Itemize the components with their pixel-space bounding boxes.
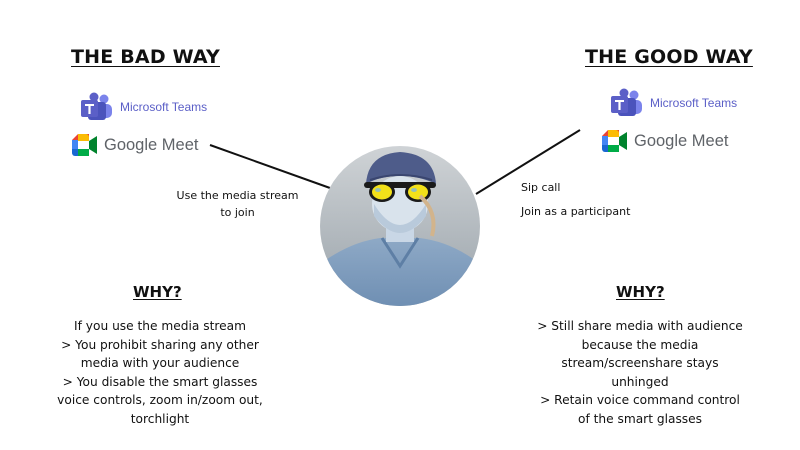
right-why-line: stream/screenshare stays (561, 356, 719, 370)
surgeon-illustration-icon (320, 146, 480, 306)
right-why-line: because the media (581, 337, 699, 352)
left-teams-logo: Microsoft Teams (80, 92, 207, 122)
right-why-line: > Still share media with audience (537, 319, 743, 333)
left-caption-line-2: to join (220, 206, 255, 219)
right-teams-label: Microsoft Teams (650, 96, 738, 110)
right-why-line: of the smart glasses (578, 411, 702, 426)
left-why-heading: WHY? (133, 283, 182, 301)
surgeon-photo (320, 146, 480, 306)
left-teams-label: Microsoft Teams (120, 100, 208, 114)
microsoft-teams-logo-icon (611, 88, 642, 116)
right-meet-logo: Google Meet (602, 130, 728, 152)
left-why-line: media with your audience (80, 356, 240, 370)
microsoft-teams-logo-icon (81, 92, 112, 120)
right-heading: THE GOOD WAY (585, 46, 753, 68)
left-caption: Use the media stream to join (160, 187, 315, 221)
right-meet-label: Google Meet (634, 131, 729, 150)
google-meet-logo-icon (602, 130, 627, 152)
right-why-line: unhinged (611, 374, 669, 389)
left-why-line: voice controls, zoom in/zoom out, (57, 393, 263, 407)
right-connector-line (475, 129, 581, 195)
right-why-line: > Retain voice command control (540, 393, 740, 407)
right-caption: Sip call Join as a participant (521, 176, 721, 224)
right-caption-line-2: Join as a participant (521, 205, 631, 218)
left-why-text: If you use the media stream > You prohib… (30, 317, 290, 428)
left-caption-line-1: Use the media stream (176, 189, 299, 202)
right-why-heading: WHY? (616, 283, 665, 301)
left-why-line: If you use the media stream (74, 319, 246, 333)
left-connector-line (209, 144, 331, 189)
left-meet-logo: Google Meet (72, 134, 198, 156)
google-meet-logo-icon (72, 134, 97, 156)
right-caption-line-1: Sip call (521, 181, 561, 194)
left-meet-label: Google Meet (104, 135, 199, 154)
left-why-line: > You disable the smart glasses (62, 374, 258, 389)
left-why-line: > You prohibit sharing any other (61, 337, 259, 352)
right-teams-logo: Microsoft Teams (610, 88, 737, 118)
left-heading: THE BAD WAY (71, 46, 220, 68)
right-why-text: > Still share media with audience becaus… (515, 317, 765, 428)
left-why-line: torchlight (130, 411, 190, 426)
